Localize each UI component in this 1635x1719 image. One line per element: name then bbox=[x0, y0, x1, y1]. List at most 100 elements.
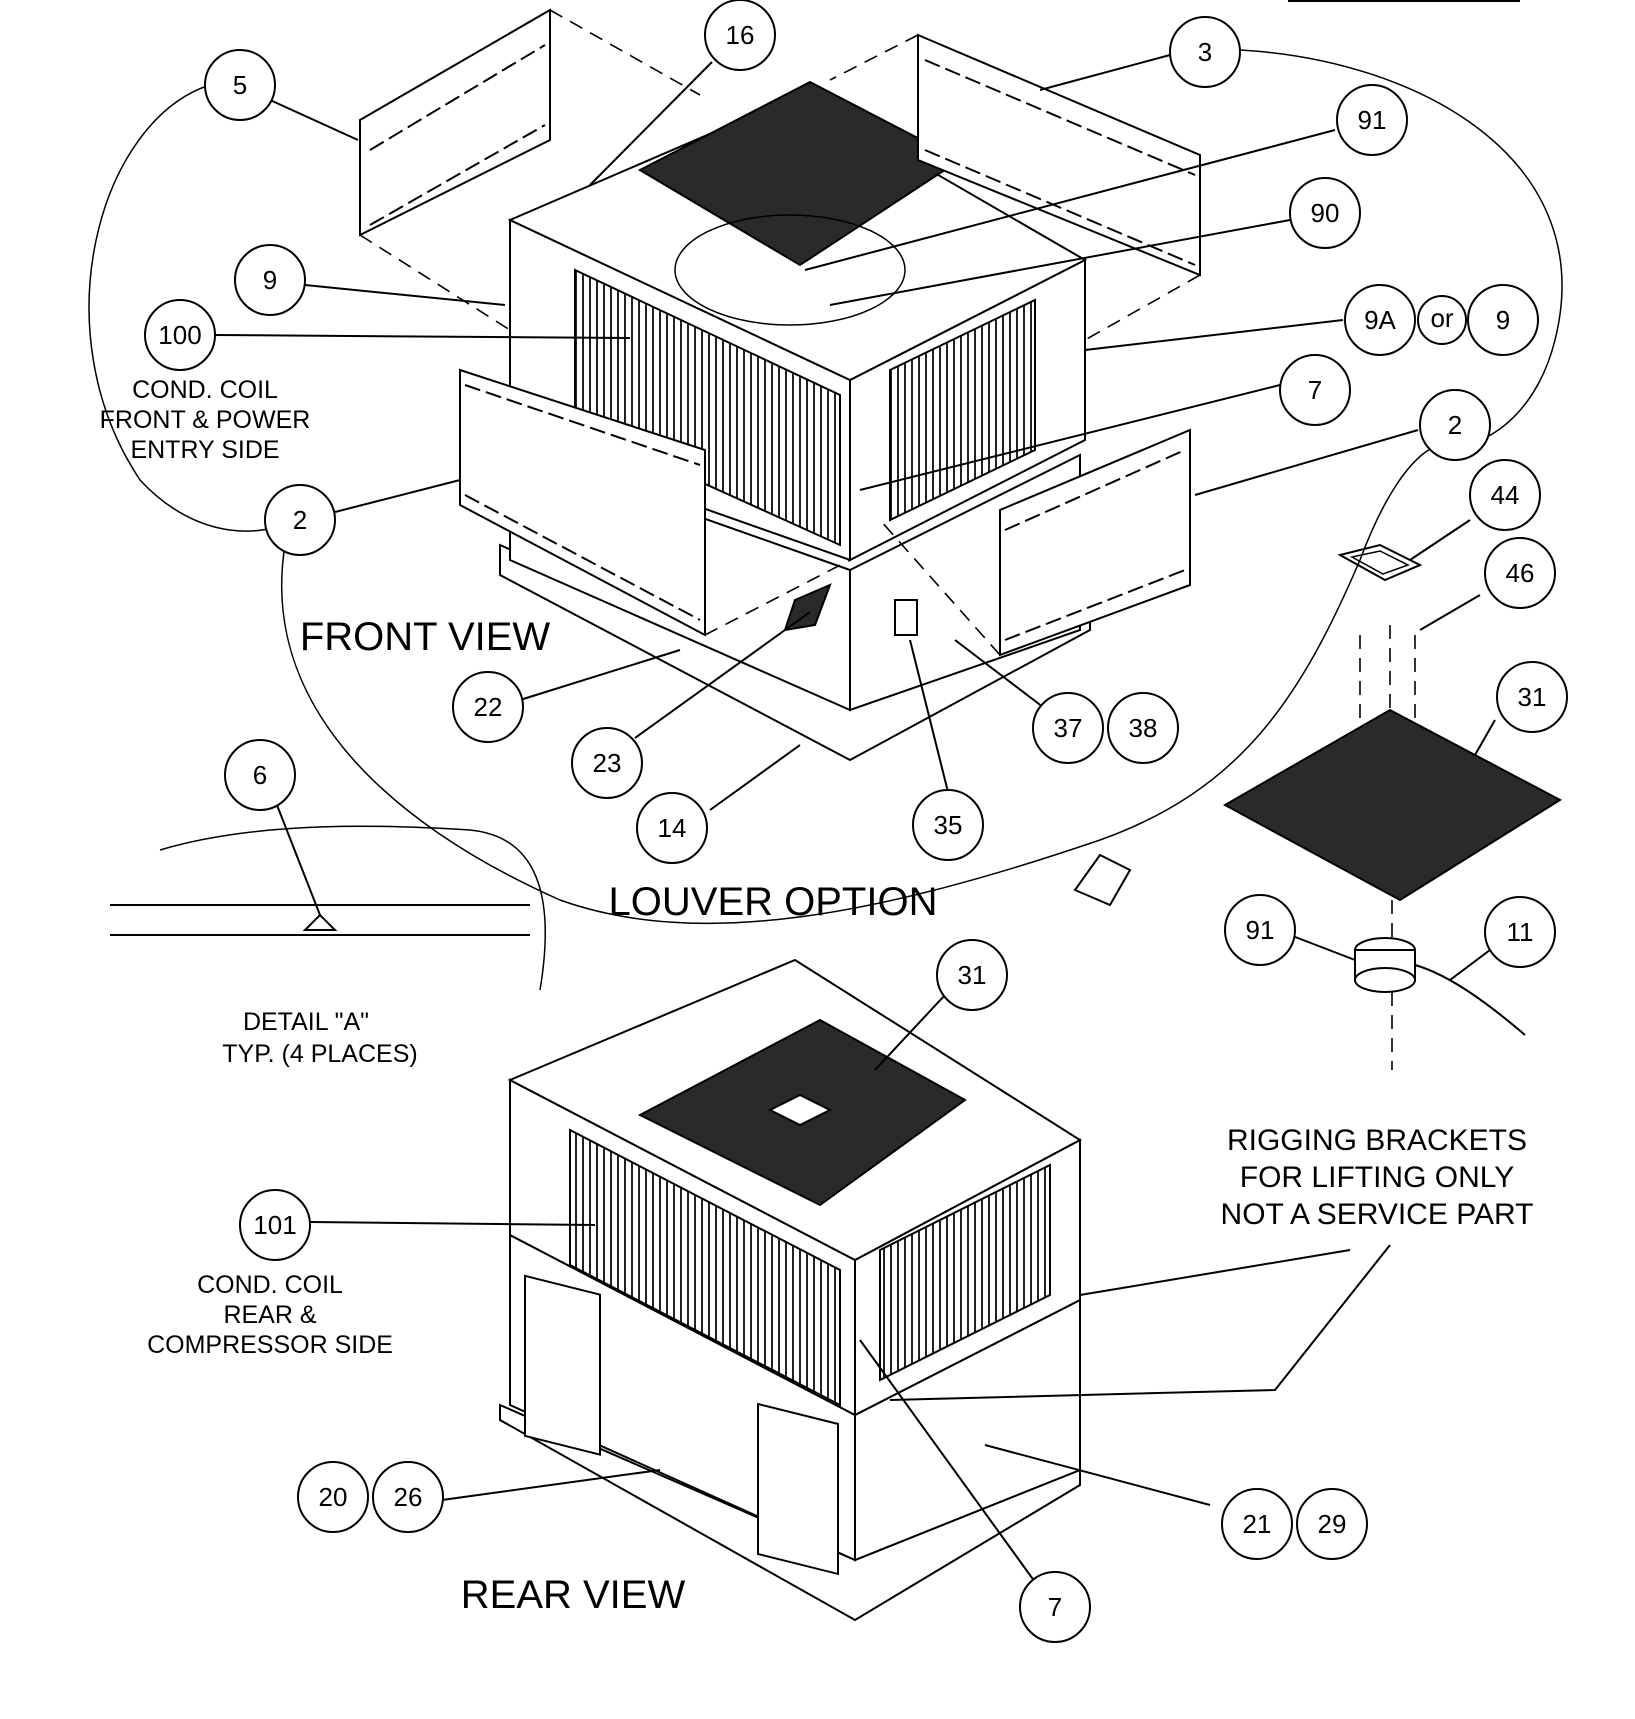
svg-text:38: 38 bbox=[1129, 713, 1158, 743]
svg-text:26: 26 bbox=[394, 1482, 423, 1512]
callout-38: 38 bbox=[1107, 692, 1179, 764]
rear-coil-label-3: COMPRESSOR SIDE bbox=[147, 1331, 393, 1359]
callout-20: 20 bbox=[297, 1461, 369, 1533]
front-coil-label-2: FRONT & POWER bbox=[100, 406, 311, 434]
front-coil-label-3: ENTRY SIDE bbox=[130, 436, 279, 464]
rear-access-2 bbox=[757, 1402, 839, 1576]
detail-label-2: TYP. (4 PLACES) bbox=[222, 1040, 417, 1068]
cond-coil-front bbox=[574, 268, 841, 547]
callout-7a: 7 bbox=[1279, 354, 1351, 426]
callout-9a: 9 bbox=[234, 244, 306, 316]
rear-view-unit bbox=[499, 958, 1082, 1622]
cond-coil-right bbox=[889, 298, 1036, 522]
svg-text:3: 3 bbox=[1198, 37, 1212, 67]
fan-grille-31 bbox=[1222, 708, 1563, 902]
detail-marker bbox=[1073, 853, 1132, 907]
callout-23: 23 bbox=[571, 727, 643, 799]
callout-44: 44 bbox=[1469, 459, 1541, 531]
svg-text:23: 23 bbox=[593, 748, 622, 778]
callout-14: 14 bbox=[636, 792, 708, 864]
callout-11: 11 bbox=[1484, 896, 1556, 968]
svg-text:22: 22 bbox=[474, 692, 503, 722]
panel-2-right bbox=[999, 428, 1191, 657]
rigging-label-3: NOT A SERVICE PART bbox=[1221, 1198, 1534, 1231]
cond-coil-side bbox=[879, 1163, 1051, 1382]
gasket-44 bbox=[1337, 543, 1423, 582]
svg-text:31: 31 bbox=[1518, 682, 1547, 712]
rigging-label-2: FOR LIFTING ONLY bbox=[1240, 1161, 1514, 1194]
callout-37: 37 bbox=[1032, 692, 1104, 764]
svg-text:35: 35 bbox=[934, 810, 963, 840]
fan-shroud bbox=[674, 214, 906, 326]
cond-coil-rear bbox=[569, 1128, 841, 1407]
callout-35: 35 bbox=[912, 789, 984, 861]
rear-coil-label-2: REAR & bbox=[223, 1301, 316, 1329]
svg-text:46: 46 bbox=[1506, 558, 1535, 588]
callout-31a: 31 bbox=[1496, 661, 1568, 733]
callout-16: 16 bbox=[704, 0, 776, 71]
side-panels bbox=[359, 8, 1201, 657]
svg-text:5: 5 bbox=[233, 70, 247, 100]
svg-text:90: 90 bbox=[1311, 198, 1340, 228]
callout-9b: 9 bbox=[1467, 284, 1539, 356]
callout-9A: 9A bbox=[1344, 284, 1416, 356]
svg-text:44: 44 bbox=[1491, 480, 1520, 510]
svg-text:91: 91 bbox=[1246, 915, 1275, 945]
callout-7b: 7 bbox=[1019, 1571, 1091, 1643]
front-view-title: FRONT VIEW bbox=[300, 615, 551, 659]
callout-21: 21 bbox=[1221, 1488, 1293, 1560]
callout-3: 3 bbox=[1169, 16, 1241, 88]
text-labels: COND. COIL FRONT & POWER ENTRY SIDE FRON… bbox=[100, 376, 1534, 1617]
callout-or: or bbox=[1417, 295, 1467, 345]
motor-lead-11 bbox=[1414, 964, 1526, 1036]
callout-2b: 2 bbox=[264, 484, 336, 556]
callout-6: 6 bbox=[224, 739, 296, 811]
svg-text:9A: 9A bbox=[1364, 305, 1396, 335]
svg-text:20: 20 bbox=[319, 1482, 348, 1512]
callout-29: 29 bbox=[1296, 1488, 1368, 1560]
detail-label-1: DETAIL "A" bbox=[243, 1008, 369, 1036]
callout-46: 46 bbox=[1484, 537, 1556, 609]
svg-text:7: 7 bbox=[1308, 375, 1322, 405]
svg-text:21: 21 bbox=[1243, 1509, 1272, 1539]
rear-view-title: REAR VIEW bbox=[461, 1573, 686, 1617]
svg-text:29: 29 bbox=[1318, 1509, 1347, 1539]
callout-22: 22 bbox=[452, 671, 524, 743]
callout-5: 5 bbox=[204, 49, 276, 121]
rear-access-1 bbox=[524, 1274, 601, 1456]
louver-small bbox=[783, 583, 832, 632]
svg-text:9: 9 bbox=[263, 265, 277, 295]
svg-text:7: 7 bbox=[1048, 1592, 1062, 1622]
louver-option-title: LOUVER OPTION bbox=[609, 880, 938, 924]
svg-text:11: 11 bbox=[1507, 917, 1534, 947]
fan-assembly bbox=[1073, 543, 1563, 1070]
svg-text:14: 14 bbox=[658, 813, 687, 843]
svg-text:16: 16 bbox=[726, 20, 755, 50]
access-box bbox=[894, 599, 918, 636]
callout-90: 90 bbox=[1289, 177, 1361, 249]
svg-text:6: 6 bbox=[253, 760, 267, 790]
svg-text:37: 37 bbox=[1054, 713, 1083, 743]
callout-31b: 31 bbox=[936, 939, 1008, 1011]
svg-text:2: 2 bbox=[1448, 410, 1462, 440]
callout-91a: 91 bbox=[1336, 84, 1408, 156]
callouts: 16 3 5 91 90 9 100 9A or 9 7 2 2 44 46 2… bbox=[144, 0, 1568, 1643]
svg-text:2: 2 bbox=[293, 505, 307, 535]
rigging-label-1: RIGGING BRACKETS bbox=[1227, 1124, 1527, 1157]
svg-text:100: 100 bbox=[158, 320, 201, 350]
rear-coil-label-1: COND. COIL bbox=[197, 1271, 343, 1299]
panel-5 bbox=[359, 8, 551, 237]
callout-91b: 91 bbox=[1224, 894, 1296, 966]
detail-triangle bbox=[302, 913, 338, 931]
svg-text:or: or bbox=[1430, 303, 1453, 333]
callout-101: 101 bbox=[239, 1189, 311, 1261]
svg-text:31: 31 bbox=[958, 960, 987, 990]
front-coil-label-1: COND. COIL bbox=[132, 376, 278, 404]
callout-100: 100 bbox=[144, 299, 216, 371]
detail-a bbox=[110, 825, 547, 991]
svg-text:91: 91 bbox=[1358, 105, 1387, 135]
svg-text:101: 101 bbox=[253, 1210, 296, 1240]
callout-26: 26 bbox=[372, 1461, 444, 1533]
callout-2a: 2 bbox=[1419, 389, 1491, 461]
